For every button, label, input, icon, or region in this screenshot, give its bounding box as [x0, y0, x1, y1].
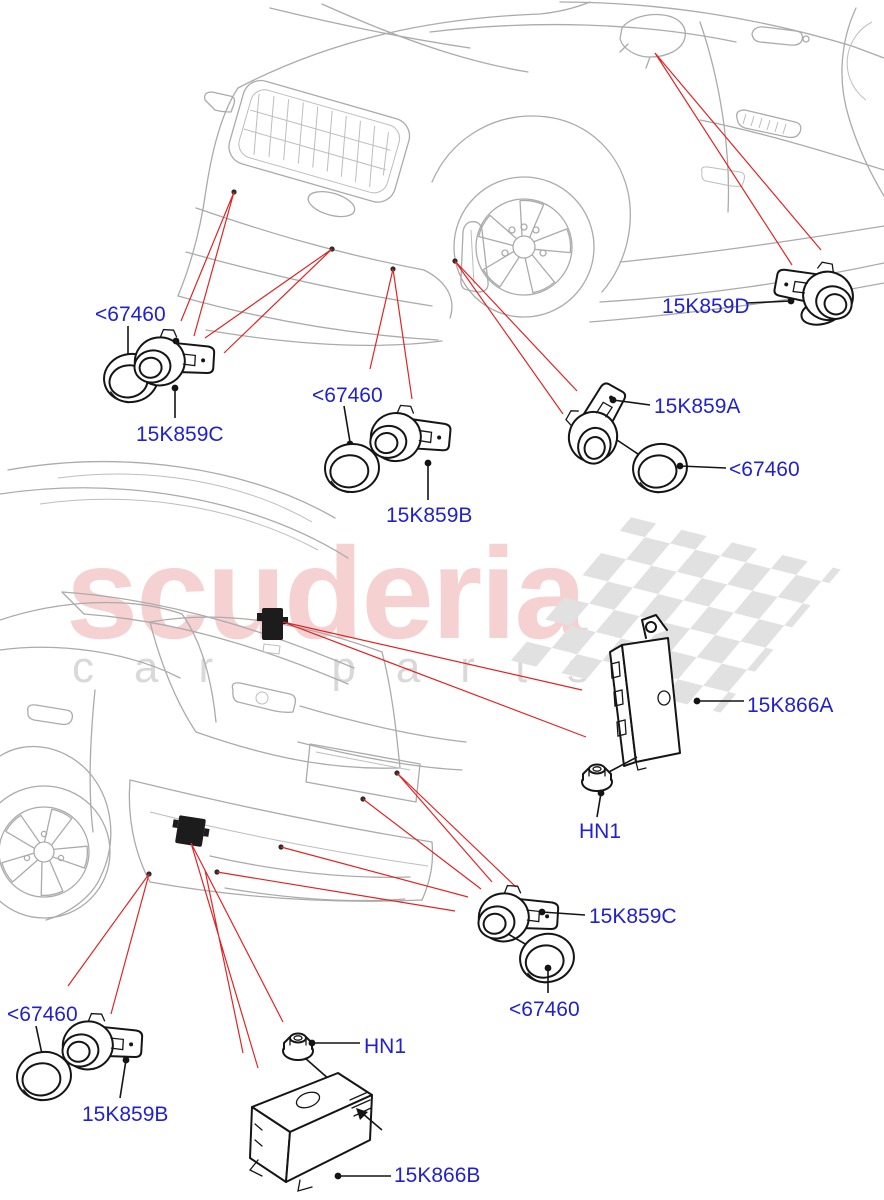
part-labels: <67460 15K859C <67460 15K859B 15K859A <6…: [7, 295, 833, 1187]
leader-lines-red: [67, 52, 822, 1069]
part-label-rear-grommet-left[interactable]: <67460: [7, 1003, 78, 1026]
front-left-sensor-illustration: [99, 322, 219, 418]
mirror-sensor-illustration: [745, 245, 865, 329]
front-vehicle-illustration: [177, 1, 884, 346]
rear-left-sensor-illustration: [12, 1006, 147, 1105]
rear-module-illustration: [581, 614, 744, 818]
rear-vehicle-illustration: [0, 461, 467, 921]
part-label-rear-module-b[interactable]: 15K866B: [394, 1164, 480, 1187]
part-label-rear-grommet-right[interactable]: <67460: [509, 998, 580, 1021]
part-label-rear-sensor-b[interactable]: 15K859B: [82, 1103, 168, 1126]
part-label-front-right-sensor[interactable]: 15K859A: [654, 395, 740, 418]
front-mid-sensor-illustration: [321, 399, 455, 500]
part-label-rear-nut-upper[interactable]: HN1: [579, 820, 621, 843]
part-label-front-right-grommet[interactable]: <67460: [729, 458, 800, 481]
rear-glass-module-mark: [257, 608, 288, 655]
rear-module-b-illustration: [248, 1032, 391, 1192]
rear-sensor-c-illustration: [472, 878, 586, 993]
part-label-front-left-sensor[interactable]: 15K859C: [136, 423, 224, 446]
part-label-front-mid-sensor[interactable]: 15K859B: [386, 504, 472, 527]
part-label-front-left-grommet[interactable]: <67460: [95, 303, 166, 326]
part-label-rear-module[interactable]: 15K866A: [747, 694, 833, 717]
part-label-mirror-sensor[interactable]: 15K859D: [662, 295, 750, 318]
part-label-rear-sensor-c[interactable]: 15K859C: [589, 905, 677, 928]
watermark-brand-text: scuderia: [66, 520, 588, 666]
watermark: scuderia car parts: [66, 517, 841, 713]
part-label-front-mid-grommet[interactable]: <67460: [312, 384, 383, 407]
part-label-rear-nut-lower[interactable]: HN1: [364, 1035, 406, 1058]
front-right-sensor-illustration: [554, 373, 727, 498]
body-module-mark: [172, 815, 210, 847]
checkered-flag: [510, 517, 841, 713]
